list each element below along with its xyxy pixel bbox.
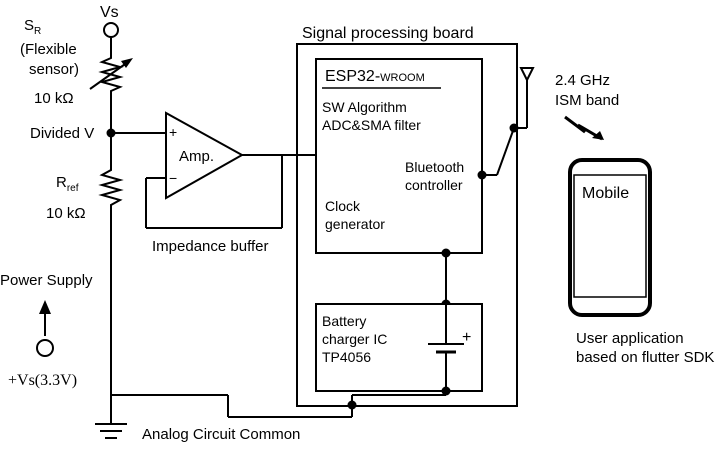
board-ground-dot bbox=[347, 400, 357, 410]
esp32-title-small: WROOM bbox=[380, 72, 425, 84]
battery-charger-box bbox=[315, 303, 483, 392]
rref-subscript: ref bbox=[67, 183, 79, 194]
antenna-line1: 2.4 GHz bbox=[555, 72, 610, 89]
esp32-title: ESP32-WROOM bbox=[325, 68, 425, 85]
variable-arrow-head bbox=[121, 58, 133, 68]
esp32-box bbox=[315, 58, 483, 254]
impedance-buffer-label: Impedance buffer bbox=[152, 238, 268, 255]
variable-arrow-shaft bbox=[89, 61, 129, 90]
flexible-sensor-resistor bbox=[98, 55, 124, 96]
bluetooth-line2: controller bbox=[405, 177, 463, 193]
clock-line1: Clock bbox=[325, 198, 361, 214]
amp-minus: − bbox=[169, 170, 177, 186]
power-terminal bbox=[36, 339, 54, 357]
esp32-power-dot bbox=[441, 248, 451, 258]
battery-line2: charger IC bbox=[322, 331, 387, 347]
battery-line1: Battery bbox=[322, 313, 366, 329]
vs-top-label: Vs bbox=[100, 4, 119, 21]
amp-label: Amp. bbox=[179, 148, 214, 165]
clock-line2: generator bbox=[325, 216, 385, 232]
power-arrow-head bbox=[39, 300, 51, 314]
antenna-line2: ISM band bbox=[555, 92, 619, 109]
sensor-s: S bbox=[24, 17, 34, 34]
mobile-screen bbox=[573, 174, 647, 298]
sensor-line2: (Flexible bbox=[20, 41, 77, 58]
lightning-icon bbox=[564, 115, 603, 141]
mobile-label: Mobile bbox=[582, 185, 629, 202]
rref-value: 10 kΩ bbox=[46, 205, 86, 222]
vs-supply-label: +Vs(3.3V) bbox=[8, 372, 77, 389]
rref-r: R bbox=[56, 174, 67, 191]
amp-triangle bbox=[165, 111, 245, 200]
bt-node-dot bbox=[477, 170, 487, 180]
sensor-value: 10 kΩ bbox=[34, 90, 74, 107]
battery-plus-label: + bbox=[462, 329, 471, 346]
user-app-line1: User application bbox=[576, 330, 684, 347]
esp32-line2: ADC&SMA filter bbox=[322, 117, 421, 133]
bluetooth-line1: Bluetooth bbox=[405, 159, 464, 175]
battery-line3: TP4056 bbox=[322, 349, 371, 365]
user-app-line2: based on flutter SDK bbox=[576, 349, 714, 366]
rref-label: Rref bbox=[56, 174, 79, 194]
sensor-label: SR bbox=[24, 17, 41, 37]
vs-terminal bbox=[103, 22, 119, 38]
esp32-line1: SW Algorithm bbox=[322, 99, 407, 115]
antenna-icon bbox=[519, 67, 535, 83]
board-title: Signal processing board bbox=[302, 25, 474, 42]
power-supply-label: Power Supply bbox=[0, 272, 93, 289]
lightning-arrow-head bbox=[592, 131, 604, 140]
ground-label: Analog Circuit Common bbox=[142, 426, 300, 443]
rref-resistor bbox=[98, 166, 124, 210]
divided-v-label: Divided V bbox=[30, 125, 94, 142]
amp-plus: + bbox=[169, 124, 177, 140]
wire-bt-to-antenna-diag bbox=[496, 127, 515, 176]
sensor-subscript: R bbox=[34, 26, 41, 37]
sensor-line3: sensor) bbox=[29, 61, 79, 78]
esp32-title-main: ESP32- bbox=[325, 68, 380, 85]
signal-processing-board bbox=[296, 43, 518, 407]
